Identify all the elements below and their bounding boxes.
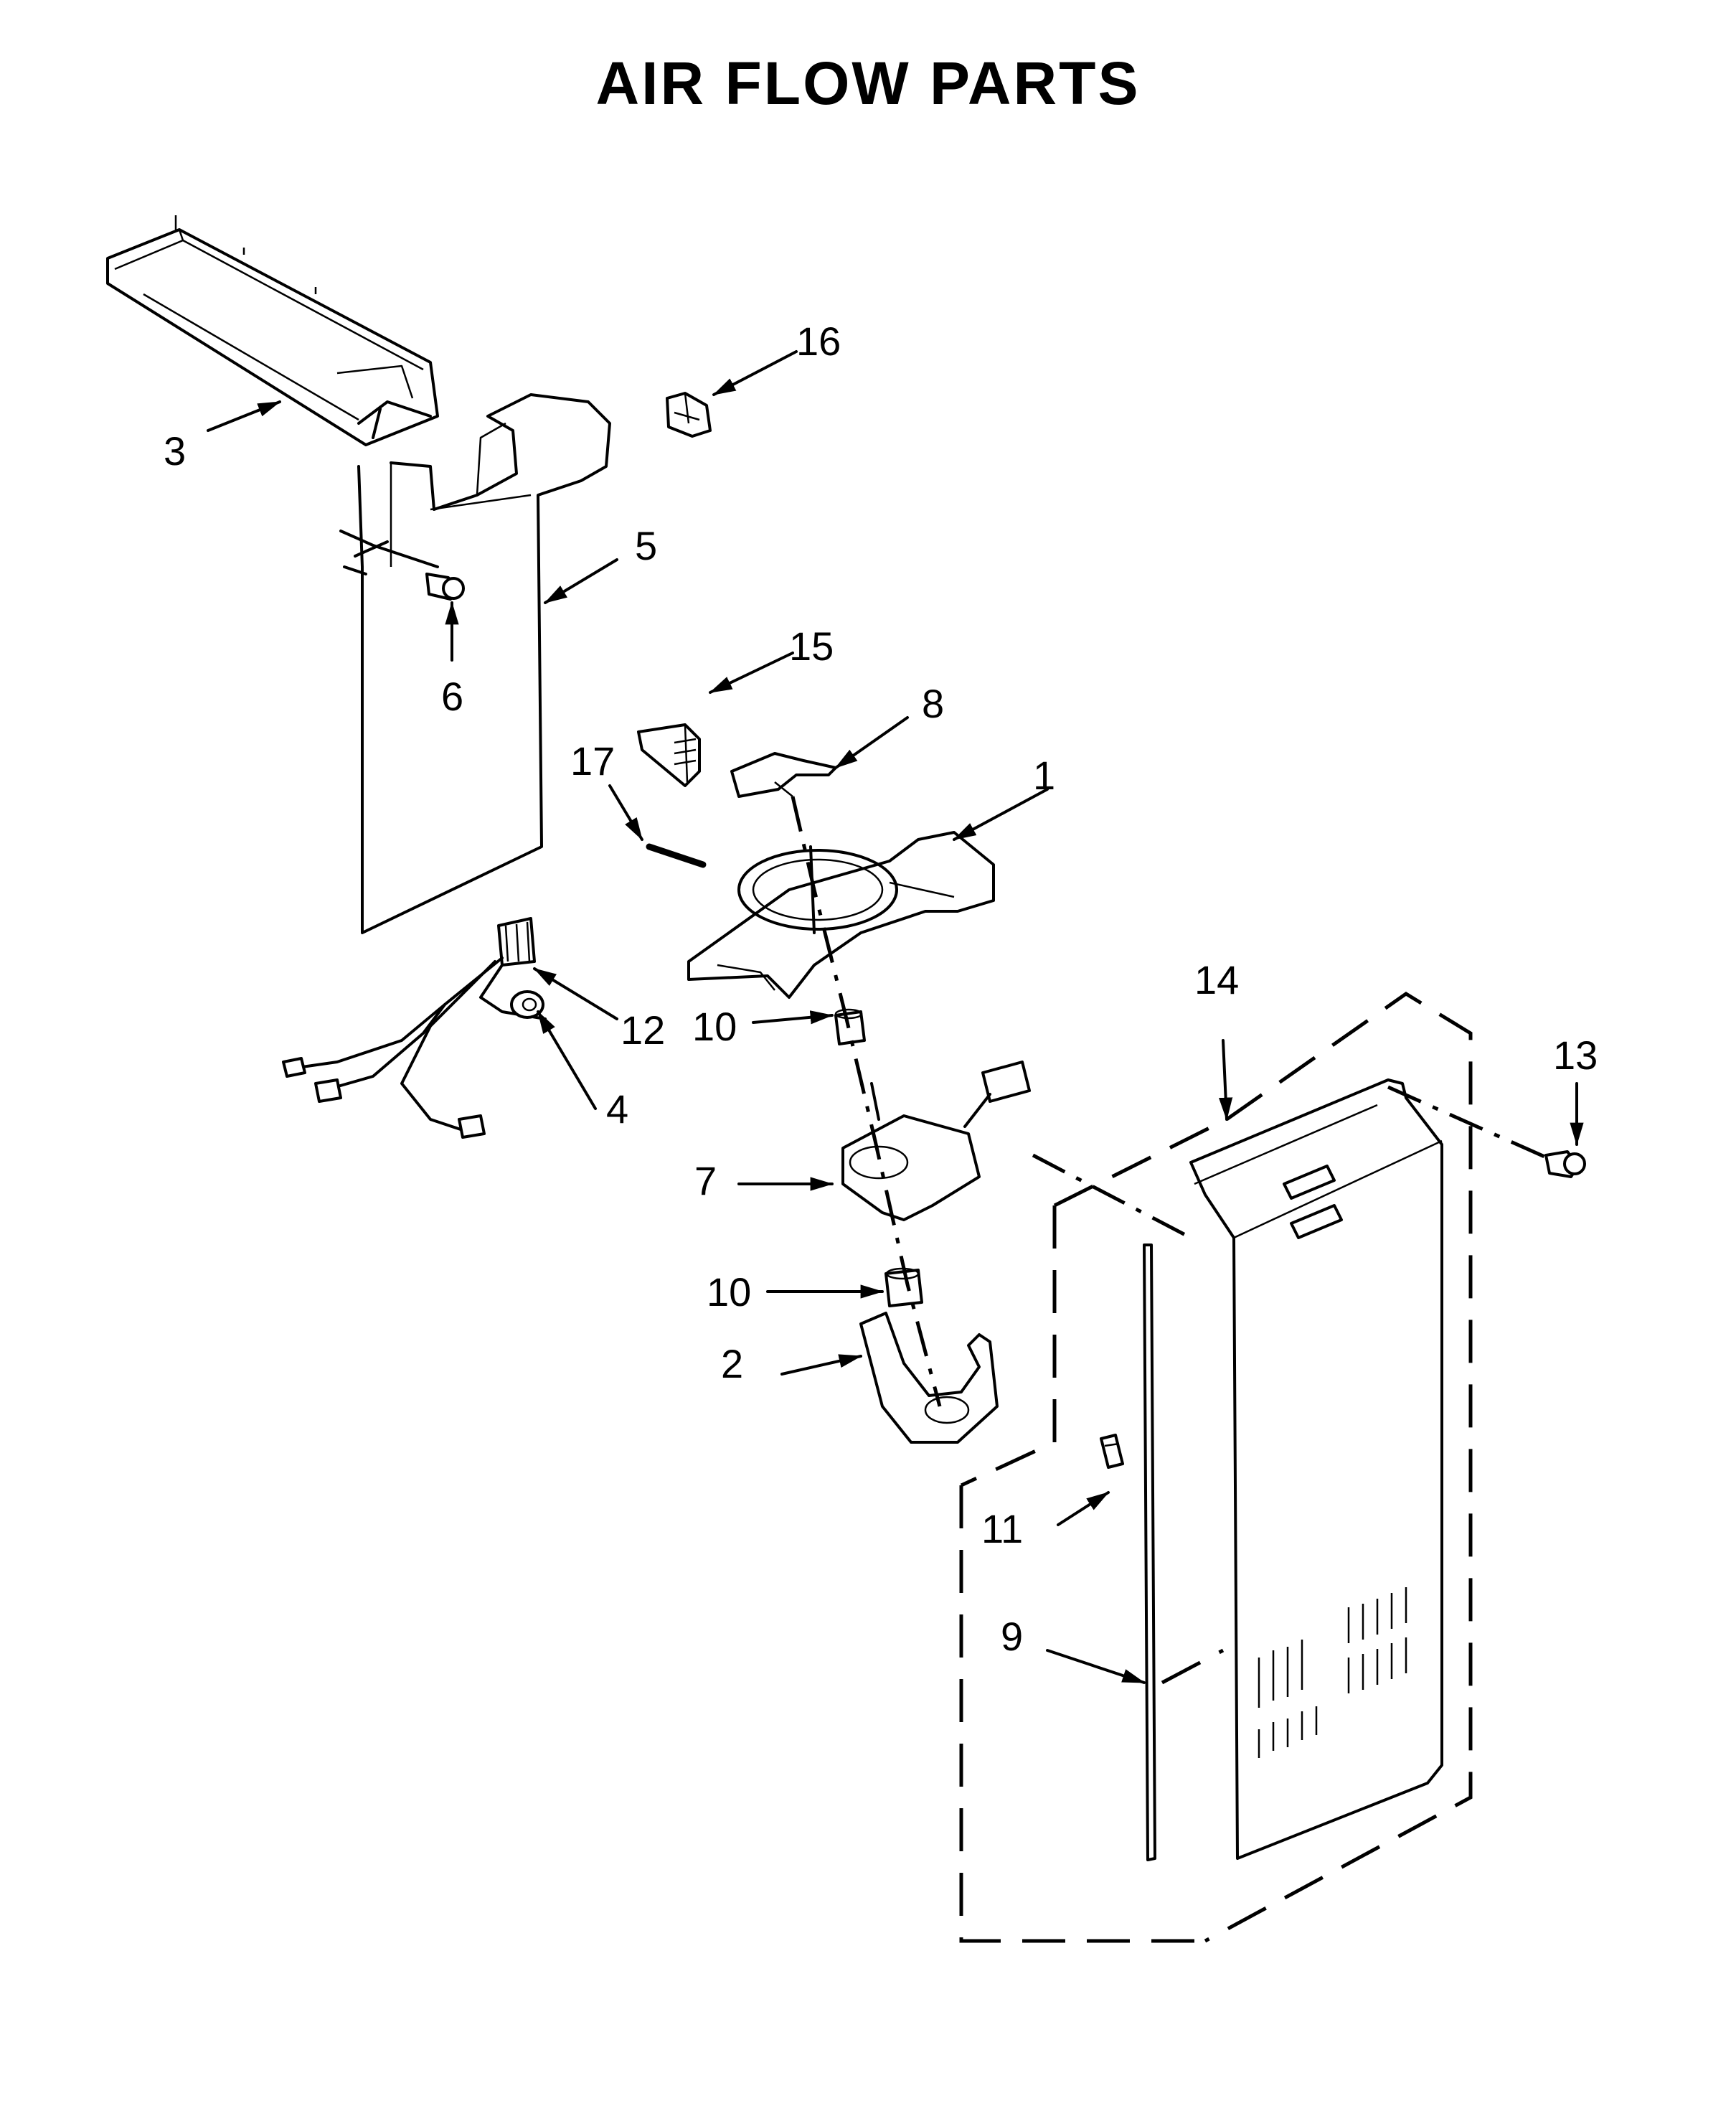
callout-17: 17: [570, 738, 615, 784]
callout-15: 15: [789, 624, 834, 669]
part-15-grille[interactable]: [637, 723, 701, 787]
callout-11: 11: [981, 1506, 1023, 1551]
callout-8: 8: [922, 681, 944, 726]
assembly-axis-line: [791, 796, 942, 1407]
callout-12: 12: [621, 1007, 665, 1053]
leader-lines: [207, 350, 1584, 1684]
callout-7: 7: [694, 1158, 717, 1203]
callout-1: 1: [1033, 753, 1055, 798]
part-8-fan-blade[interactable]: [730, 752, 837, 798]
callout-14: 14: [1194, 957, 1239, 1002]
callout-16: 16: [796, 319, 841, 364]
part-2-motor-bracket[interactable]: [859, 1312, 999, 1444]
callout-13: 13: [1553, 1033, 1598, 1078]
part-14-rear-panel[interactable]: [1189, 1078, 1443, 1860]
part-11-clip[interactable]: [1100, 1434, 1124, 1469]
diagram-title: AIR FLOW PARTS: [595, 50, 1141, 117]
callout-10-lower: 10: [707, 1269, 751, 1315]
callout-9: 9: [1001, 1614, 1023, 1659]
part-4-grommet[interactable]: [510, 990, 544, 1019]
callout-10-upper: 10: [692, 1004, 737, 1049]
part-3-duct-cover[interactable]: [106, 215, 439, 446]
callout-6: 6: [441, 674, 463, 719]
part-17-rod[interactable]: [646, 843, 707, 868]
part-12-wire-harness[interactable]: [282, 917, 547, 1139]
callout-3: 3: [164, 428, 186, 474]
part-1-fan-housing[interactable]: [687, 831, 995, 999]
part-10-upper-bushing[interactable]: [834, 1008, 866, 1045]
part-16-clip[interactable]: [666, 392, 712, 438]
callout-5: 5: [635, 523, 657, 568]
part-9-seal-strip[interactable]: [1143, 1243, 1156, 1861]
callout-2: 2: [721, 1341, 743, 1386]
part-5-duct-panel[interactable]: [339, 393, 611, 934]
assembly-group-outline: [959, 992, 1473, 1943]
part-13-screw[interactable]: [1544, 1150, 1586, 1178]
callout-4: 4: [606, 1086, 628, 1132]
part-7-fan-motor[interactable]: [841, 1061, 1031, 1221]
part-6-screw[interactable]: [425, 573, 465, 601]
screw-axis-line: [1387, 1085, 1551, 1161]
panel-axis-line: [1032, 1153, 1192, 1240]
